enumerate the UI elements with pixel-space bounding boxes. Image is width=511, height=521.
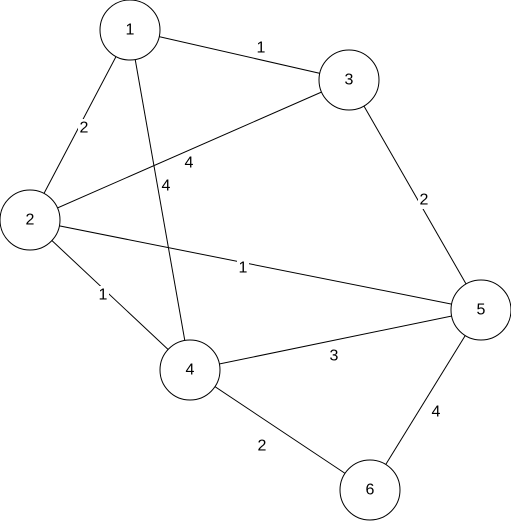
node-3: 3 xyxy=(318,49,380,111)
node-label: 5 xyxy=(477,302,486,319)
edge-weight-label: 2 xyxy=(80,120,89,137)
edge-weight-background xyxy=(418,191,430,209)
edge-2-5 xyxy=(29,219,482,311)
node-4: 4 xyxy=(159,339,221,401)
edge-weight-background xyxy=(237,259,249,277)
edge-weight-background xyxy=(160,177,172,195)
edge-3-5 xyxy=(348,79,482,311)
edge-weight-label: 4 xyxy=(432,404,441,421)
edge-weight-background xyxy=(328,347,340,365)
edge-weight-background xyxy=(78,119,90,137)
node-label: 1 xyxy=(126,22,135,39)
edge-weight-label: 1 xyxy=(239,260,248,277)
edge-weight-1-3: 1 xyxy=(255,39,267,57)
edge-weight-label: 1 xyxy=(257,40,266,57)
edge-weight-background xyxy=(430,403,442,421)
edge-weight-2-4: 1 xyxy=(97,286,109,304)
edge-1-3 xyxy=(129,29,350,81)
node-5: 5 xyxy=(450,279,511,341)
node-1: 1 xyxy=(99,0,161,61)
node-circle xyxy=(450,279,511,341)
edge-weight-background xyxy=(255,39,267,57)
node-circle xyxy=(0,189,61,251)
edge-1-4 xyxy=(129,29,191,371)
edge-2-4 xyxy=(29,219,191,371)
edge-4-6 xyxy=(189,369,371,491)
edge-weight-2-5: 1 xyxy=(237,259,249,277)
node-circle xyxy=(99,0,161,61)
edge-weight-background xyxy=(183,154,195,172)
edge-weight-label: 4 xyxy=(162,178,171,195)
edge-weight-label: 2 xyxy=(258,438,267,455)
edge-weight-4-5: 3 xyxy=(328,347,340,365)
edge-5-6 xyxy=(369,309,482,491)
node-label: 2 xyxy=(26,212,35,229)
node-6: 6 xyxy=(339,459,401,521)
node-circle xyxy=(159,339,221,401)
node-label: 3 xyxy=(345,72,354,89)
edge-weight-1-2: 2 xyxy=(78,119,90,137)
node-circle xyxy=(318,49,380,111)
edge-weight-2-3: 4 xyxy=(183,154,195,172)
edge-weight-background xyxy=(97,286,109,304)
edge-weight-background xyxy=(256,437,268,455)
edge-2-3 xyxy=(29,79,350,221)
edge-weight-label: 2 xyxy=(420,192,429,209)
node-2: 2 xyxy=(0,189,61,251)
edge-weight-4-6: 2 xyxy=(256,437,268,455)
node-label: 4 xyxy=(186,362,195,379)
edge-weight-label: 4 xyxy=(185,155,194,172)
edge-weight-3-5: 2 xyxy=(418,191,430,209)
edge-weight-5-6: 4 xyxy=(430,403,442,421)
edge-weight-label: 3 xyxy=(330,348,339,365)
edge-4-5 xyxy=(189,309,482,371)
edge-weight-1-4: 4 xyxy=(160,177,172,195)
edge-weight-label: 1 xyxy=(99,287,108,304)
node-circle xyxy=(339,459,401,521)
node-label: 6 xyxy=(366,482,375,499)
